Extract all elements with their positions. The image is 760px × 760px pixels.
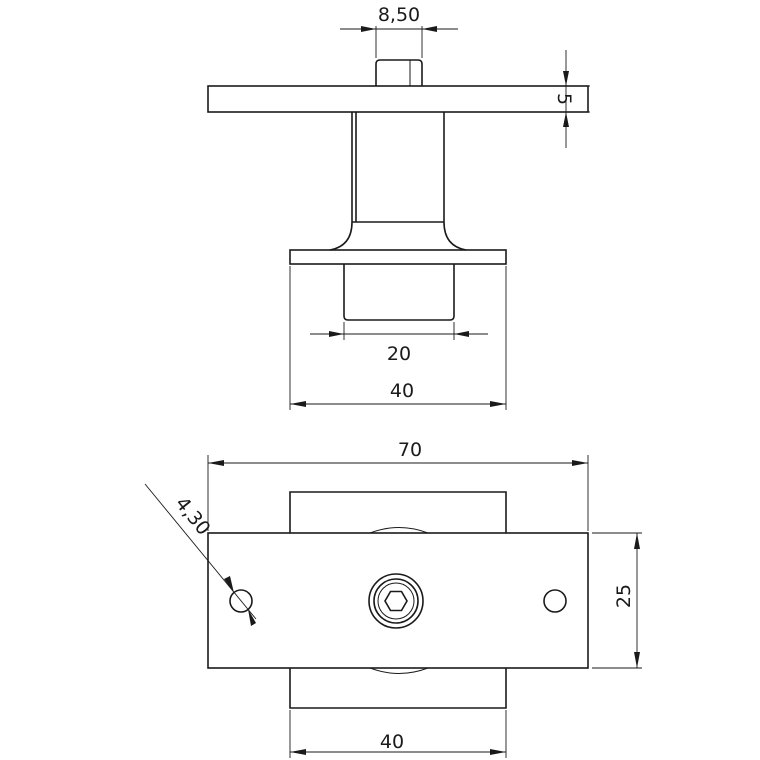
dim-base-width-front-label: 40 [390,380,414,402]
dim-base-width-top: 40 [289,710,507,758]
pin [375,59,423,86]
dim-pin-diameter-label: 8,50 [378,4,420,26]
back-block-top [289,491,507,533]
hex-socket-bolt [368,573,424,629]
dim-spacer-width-label: 20 [387,343,411,365]
dim-plate-length-label: 70 [398,439,422,461]
top-plate [207,85,589,113]
top-view [207,491,589,709]
dim-base-width-front: 40 [289,266,507,410]
dim-hole-diameter: 4,30 [144,483,257,626]
main-plate [207,532,589,669]
dim-plate-length: 70 [207,439,589,531]
spacer-block [343,264,455,321]
dim-spacer-width: 20 [310,322,488,365]
dim-plate-height: 25 [592,532,642,669]
front-view [207,59,589,321]
dim-base-width-top-label: 40 [380,731,404,753]
hex-socket-icon [384,590,408,612]
dim-plate-thickness: 5 [553,50,590,148]
mounting-hole-right [543,589,567,613]
mounting-hole-left [229,589,253,613]
dim-plate-height-label: 25 [613,584,635,608]
base-plate [289,249,507,265]
stem [329,112,467,251]
dim-pin-diameter: 8,50 [340,4,458,58]
dim-plate-thickness-label: 5 [553,93,575,105]
back-block-bottom [289,668,507,709]
